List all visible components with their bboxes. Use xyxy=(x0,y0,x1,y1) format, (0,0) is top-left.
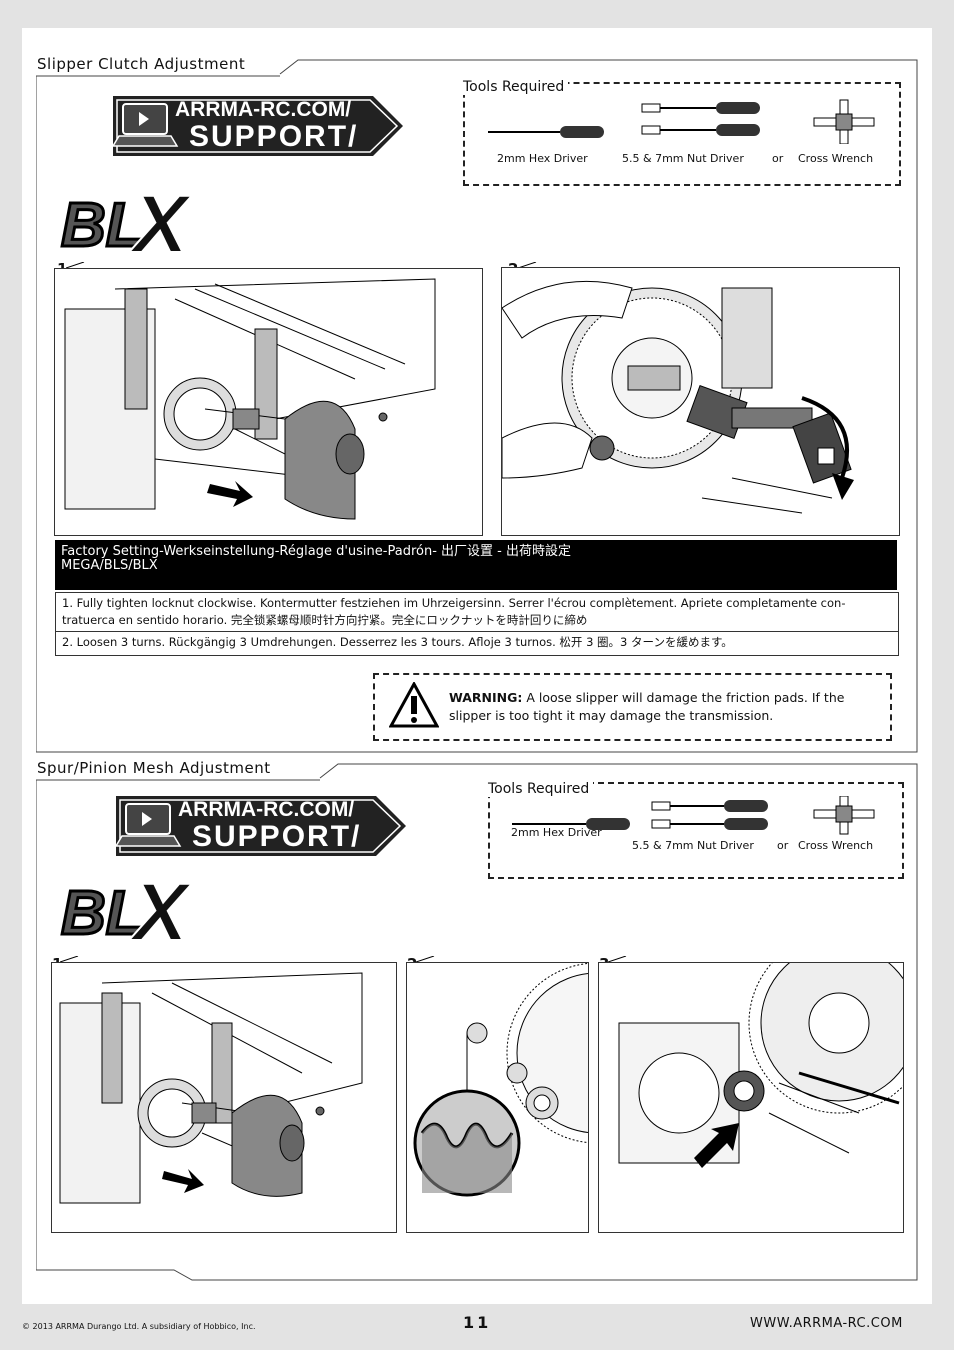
tool-label-hex: 2mm Hex Driver xyxy=(511,826,602,839)
section-title-slipper: Slipper Clutch Adjustment xyxy=(37,55,246,73)
tool-label-cross: Cross Wrench xyxy=(798,152,874,165)
svg-text:BL: BL xyxy=(61,879,144,948)
instruction-text: 2. Loosen 3 turns. Rückgängig 3 Umdrehun… xyxy=(62,635,733,649)
rotation-arrow-icon xyxy=(801,396,854,500)
section-frame-slipper xyxy=(36,59,918,753)
cross-wrench-icon xyxy=(813,796,875,835)
gear-cover-icon xyxy=(231,1094,305,1197)
tool-illustrations xyxy=(512,796,875,835)
illustration-panel xyxy=(501,267,900,536)
page-number: 11 xyxy=(463,1313,492,1332)
gear-mesh-illustration xyxy=(413,963,588,1197)
instruction-text: tratuerca en sentido horario. 完全锁紧螺母顺时针方… xyxy=(62,613,588,627)
warning-text: A loose slipper will damage the friction… xyxy=(449,690,845,723)
banner-models: MEGA/BLS/BLX xyxy=(61,558,158,573)
tools-required-title: Tools Required xyxy=(459,79,569,95)
tools-required-title: Tools Required xyxy=(484,781,594,797)
hex-driver-icon xyxy=(798,1071,900,1105)
arrow-icon xyxy=(162,1169,204,1193)
tool-label-hex: 2mm Hex Driver xyxy=(497,152,588,165)
illustration-panel xyxy=(54,268,483,536)
support-text: SUPPORT/ xyxy=(192,820,362,853)
section-frame-mesh xyxy=(36,763,918,1281)
arrow-icon xyxy=(694,1123,739,1168)
tool-illustrations xyxy=(488,99,875,144)
svg-text:BL: BL xyxy=(61,191,144,260)
cross-wrench-icon xyxy=(686,384,852,484)
blx-logo: BL X xyxy=(55,870,225,950)
hex-driver-icon xyxy=(512,818,630,830)
factory-setting-banner: Factory Setting-Werkseinstellung-Réglage… xyxy=(55,540,897,590)
tool-label-nut: 5.5 & 7mm Nut Driver xyxy=(632,839,754,852)
car-rear-illustration xyxy=(64,278,436,520)
svg-text:X: X xyxy=(129,870,192,950)
warning-box: WARNING: A loose slipper will damage the… xyxy=(373,673,892,741)
warning-icon xyxy=(389,682,439,728)
illustration-panel xyxy=(406,962,589,1233)
tools-required-box xyxy=(463,82,901,186)
blx-logo: BL X xyxy=(55,182,225,262)
tools-required-box xyxy=(488,782,904,879)
tool-label-or: or xyxy=(777,839,789,852)
nut-driver-icon xyxy=(651,800,768,830)
instruction-step-2: 2. Loosen 3 turns. Rückgängig 3 Umdrehun… xyxy=(55,631,899,656)
tool-label-cross: Cross Wrench xyxy=(798,839,874,852)
illustration-panel xyxy=(598,962,904,1233)
section-title-mesh: Spur/Pinion Mesh Adjustment xyxy=(37,759,271,777)
support-url-text: ARRMA-RC.COM/ xyxy=(178,798,355,821)
website-link[interactable]: WWW.ARRMA-RC.COM xyxy=(750,1316,903,1331)
svg-text:X: X xyxy=(129,182,192,262)
slipper-adjust-illustration xyxy=(502,280,854,514)
hex-driver-icon xyxy=(488,126,604,138)
banner-title: Factory Setting-Werkseinstellung-Réglage… xyxy=(61,544,571,559)
arrow-icon xyxy=(207,481,253,507)
nut-driver-icon xyxy=(641,102,760,136)
magnifier-icon xyxy=(413,1089,521,1197)
laptop-icon xyxy=(114,796,406,856)
illustration-panel xyxy=(51,962,397,1233)
support-logo: ARRMA-RC.COM/ SUPPORT/ xyxy=(108,792,408,860)
instruction-text: 1. Fully tighten locknut clockwise. Kont… xyxy=(62,596,846,610)
support-url-text: ARRMA-RC.COM/ xyxy=(175,98,352,121)
copyright: © 2013 ARRMA Durango Ltd. A subsidiary o… xyxy=(22,1322,256,1331)
motor-adjust-illustration xyxy=(618,963,903,1168)
tool-label-or: or xyxy=(772,152,784,165)
support-logo: ARRMA-RC.COM/ SUPPORT/ xyxy=(105,92,405,160)
tool-label-nut: 5.5 & 7mm Nut Driver xyxy=(622,152,744,165)
support-text: SUPPORT/ xyxy=(189,120,359,153)
laptop-icon xyxy=(111,96,403,156)
cross-wrench-icon xyxy=(813,99,875,144)
warning-label: WARNING: xyxy=(449,690,523,705)
car-rear-illustration xyxy=(59,972,363,1204)
gear-cover-icon xyxy=(284,400,365,520)
instruction-step-1: 1. Fully tighten locknut clockwise. Kont… xyxy=(55,592,899,633)
